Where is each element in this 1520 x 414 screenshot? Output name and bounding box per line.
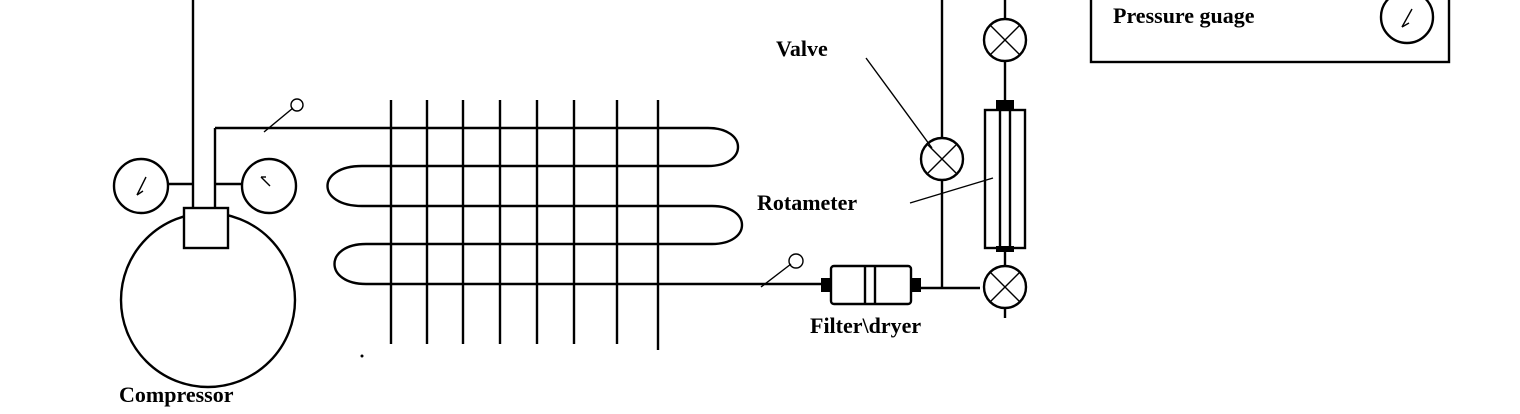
compressor xyxy=(119,206,297,389)
rotameter-top-valve xyxy=(982,17,1028,63)
valve-leader-line xyxy=(865,57,933,149)
filter-dryer xyxy=(821,264,980,306)
rotameter-bottom-valve xyxy=(982,264,1028,310)
rotameter xyxy=(983,100,1027,252)
legend-box: Pressure guage xyxy=(1089,0,1451,64)
pressure-gauge-right xyxy=(240,157,298,215)
rotameter-label: Rotameter xyxy=(757,190,857,215)
condenser-coil xyxy=(326,126,828,286)
compressor-label: Compressor xyxy=(119,382,234,407)
temperature-probe-top xyxy=(263,98,304,133)
pressure-gauge-left xyxy=(112,157,170,215)
rotameter-leader-line xyxy=(909,177,994,204)
condenser-fins xyxy=(389,100,660,350)
bypass-valve xyxy=(919,136,965,182)
temperature-probe-bottom xyxy=(760,253,804,288)
stray-dot xyxy=(360,354,364,358)
legend-pressure-gauge-icon xyxy=(1379,0,1435,45)
valve-label: Valve xyxy=(776,36,828,61)
compressor-pipes xyxy=(169,0,708,208)
legend-pressure-gauge-label: Pressure guage xyxy=(1113,3,1255,28)
filter-dryer-label: Filter\dryer xyxy=(810,313,921,338)
